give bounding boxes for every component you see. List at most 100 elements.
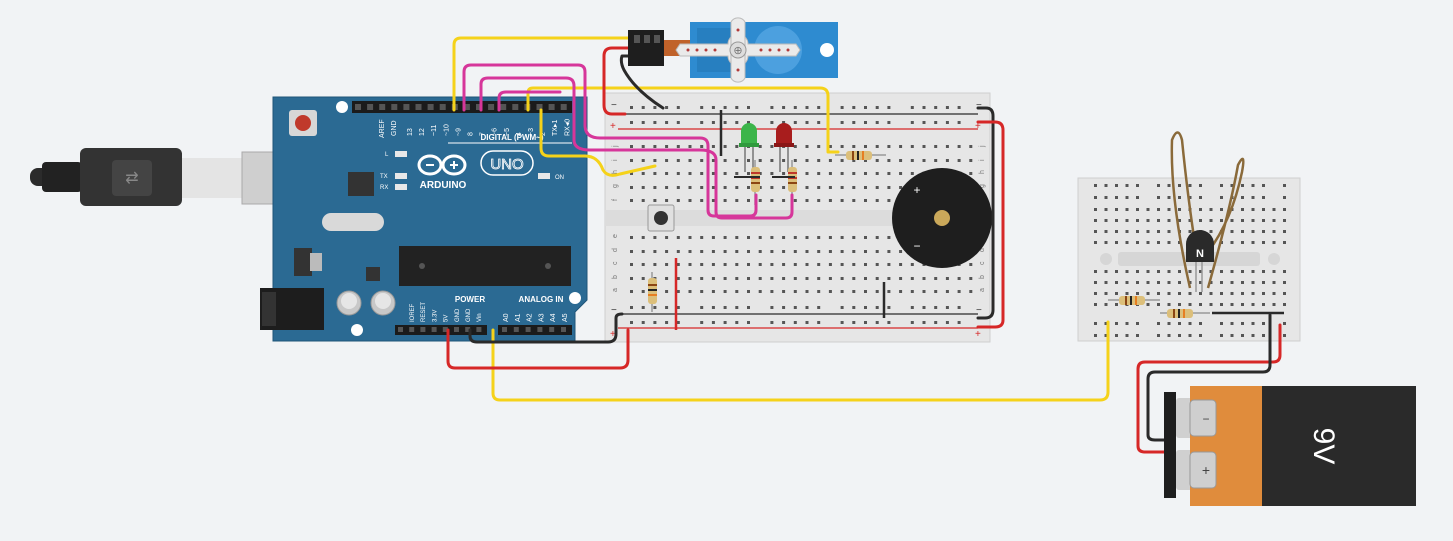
hole[interactable] [828, 250, 832, 253]
rail-hole[interactable] [945, 321, 949, 324]
hole[interactable] [770, 290, 774, 293]
hole[interactable] [1251, 219, 1255, 222]
hole[interactable] [630, 159, 633, 162]
rail-hole[interactable] [1157, 322, 1160, 325]
hole[interactable] [840, 172, 844, 175]
rail-hole[interactable] [957, 321, 961, 324]
rail-hole[interactable] [875, 106, 879, 109]
hole[interactable] [711, 186, 715, 189]
rail-hole[interactable] [817, 106, 821, 109]
wire-black-servo[interactable] [619, 54, 665, 110]
hole[interactable] [758, 263, 762, 266]
hole[interactable] [1094, 303, 1097, 306]
rail-hole[interactable] [1115, 334, 1118, 337]
hole[interactable] [899, 186, 903, 189]
header-pin[interactable] [379, 104, 386, 110]
rail-hole[interactable] [700, 106, 704, 109]
hole[interactable] [1125, 281, 1129, 284]
hole[interactable] [1272, 219, 1276, 222]
header-pin[interactable] [560, 104, 567, 110]
hole[interactable] [805, 172, 809, 175]
rail-hole[interactable] [676, 121, 680, 124]
hole[interactable] [805, 186, 809, 189]
wire-black-battery[interactable] [1146, 313, 1272, 442]
hole[interactable] [665, 263, 669, 266]
rail-hole[interactable] [630, 321, 633, 324]
hole[interactable] [1251, 303, 1255, 306]
hole[interactable] [1230, 281, 1234, 284]
hole[interactable] [887, 186, 891, 189]
hole[interactable] [1283, 208, 1286, 211]
hole[interactable] [665, 199, 669, 202]
rail-hole[interactable] [1220, 334, 1223, 337]
hole[interactable] [1115, 270, 1118, 273]
hole[interactable] [934, 277, 938, 280]
hole[interactable] [688, 145, 692, 148]
hole[interactable] [817, 236, 821, 239]
hole[interactable] [899, 277, 903, 280]
hole[interactable] [676, 290, 680, 293]
hole[interactable] [1272, 292, 1276, 295]
hole[interactable] [1251, 292, 1255, 295]
hole[interactable] [665, 145, 669, 148]
rail-hole[interactable] [875, 321, 879, 324]
hole[interactable] [945, 145, 949, 148]
hole[interactable] [1167, 230, 1171, 233]
hole[interactable] [1104, 281, 1108, 284]
hole[interactable] [653, 145, 657, 148]
rail-hole[interactable] [653, 106, 657, 109]
hole[interactable] [641, 186, 645, 189]
hole[interactable] [688, 277, 692, 280]
power-header-pins[interactable] [398, 327, 482, 332]
rail-hole[interactable] [852, 306, 856, 309]
hole[interactable] [1220, 219, 1223, 222]
hole[interactable] [747, 199, 750, 202]
analog-header-pins[interactable] [502, 327, 566, 332]
hole[interactable] [817, 199, 821, 202]
hole[interactable] [630, 250, 633, 253]
hole[interactable] [688, 172, 692, 175]
hole[interactable] [934, 290, 938, 293]
rail-hole[interactable] [1241, 334, 1244, 337]
hole[interactable] [864, 172, 867, 175]
wire-black-rail-right[interactable] [976, 106, 995, 320]
hole[interactable] [1157, 292, 1160, 295]
hole[interactable] [840, 236, 844, 239]
hole[interactable] [653, 199, 657, 202]
rail-hole[interactable] [1136, 334, 1139, 337]
rail-hole[interactable] [1115, 196, 1118, 199]
hole[interactable] [1283, 241, 1286, 244]
rail-hole[interactable] [1104, 196, 1108, 199]
header-pin[interactable] [398, 327, 403, 332]
rail-hole[interactable] [1094, 184, 1097, 187]
hole[interactable] [735, 186, 739, 189]
rail-hole[interactable] [1157, 196, 1160, 199]
rail-hole[interactable] [1136, 184, 1139, 187]
rail-hole[interactable] [1094, 334, 1097, 337]
hole[interactable] [1157, 241, 1160, 244]
hole[interactable] [1104, 241, 1108, 244]
rail-hole[interactable] [922, 121, 926, 124]
hole[interactable] [1241, 292, 1244, 295]
red-led[interactable] [774, 123, 794, 172]
hole[interactable] [1104, 208, 1108, 211]
rail-hole[interactable] [1199, 196, 1202, 199]
rail-hole[interactable] [1104, 184, 1108, 187]
hole[interactable] [1167, 281, 1171, 284]
hole[interactable] [817, 277, 821, 280]
rail-hole[interactable] [711, 106, 715, 109]
hole[interactable] [957, 145, 961, 148]
hole[interactable] [817, 172, 821, 175]
hole[interactable] [1241, 270, 1244, 273]
rail-hole[interactable] [630, 306, 633, 309]
hole[interactable] [805, 277, 809, 280]
rail-hole[interactable] [887, 106, 891, 109]
hole[interactable] [1157, 303, 1160, 306]
hole[interactable] [1230, 303, 1234, 306]
hole[interactable] [828, 199, 832, 202]
wire-magenta-2[interactable] [479, 76, 718, 207]
hole[interactable] [1188, 219, 1192, 222]
rail-hole[interactable] [840, 306, 844, 309]
hole[interactable] [770, 277, 774, 280]
